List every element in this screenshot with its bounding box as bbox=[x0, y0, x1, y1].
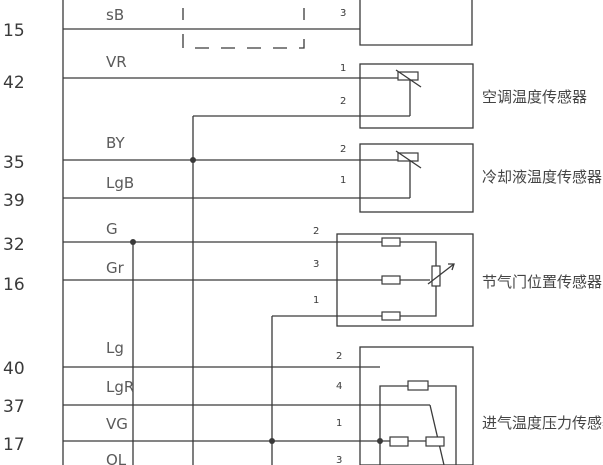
pin-16: 16 bbox=[3, 275, 25, 295]
intake-resistor-a bbox=[389, 436, 409, 447]
label-coolant-temp-sensor: 冷却液温度传感器 bbox=[482, 168, 602, 186]
intake-internal-loop bbox=[379, 385, 408, 465]
throttle-track-bottom bbox=[400, 286, 437, 317]
ac-thermistor bbox=[397, 71, 419, 81]
wire-label-VR: VR bbox=[106, 53, 127, 71]
coolant-thermistor-slash bbox=[395, 150, 422, 169]
wire-label-LgR: LgR bbox=[106, 378, 134, 396]
terminal-intake-4: 4 bbox=[336, 381, 342, 392]
wire-label-LgB: LgB bbox=[106, 174, 134, 192]
wire-label-sB: sB bbox=[106, 6, 124, 24]
intake-resistor-b bbox=[425, 436, 445, 447]
intake-sensor-box bbox=[359, 346, 474, 465]
junction-dot-G bbox=[130, 239, 136, 245]
top-module-box bbox=[359, 0, 473, 46]
terminal-intake-2: 2 bbox=[336, 351, 342, 362]
wire-label-BY: BY bbox=[106, 134, 125, 152]
pin-32: 32 bbox=[3, 235, 25, 255]
top-dashed-enclosure bbox=[182, 34, 305, 49]
label-throttle-position-sensor: 节气门位置传感器 bbox=[482, 273, 602, 291]
terminal-throttle-3: 3 bbox=[313, 259, 319, 270]
throttle-sensor-box bbox=[336, 233, 474, 327]
pin-17: 17 bbox=[3, 435, 25, 455]
terminal-coolant-1: 1 bbox=[340, 175, 346, 186]
terminal-throttle-2: 2 bbox=[313, 226, 319, 237]
pin-15: 15 bbox=[3, 21, 25, 41]
intake-diagonal bbox=[429, 404, 445, 465]
junction-dot-VG bbox=[269, 438, 275, 444]
pin-42: 42 bbox=[3, 73, 25, 93]
throttle-potentiometer bbox=[431, 265, 441, 287]
throttle-resistor-2 bbox=[381, 237, 401, 247]
throttle-wiper-arrow bbox=[427, 263, 455, 285]
label-intake-temp-pressure-sensor: 进气温度压力传感器 bbox=[482, 414, 603, 432]
throttle-resistor-1 bbox=[381, 311, 401, 321]
throttle-wiper-arrowhead bbox=[448, 263, 455, 271]
terminal-ac-1: 1 bbox=[340, 63, 346, 74]
terminal-intake-3: 3 bbox=[336, 455, 342, 465]
throttle-track-top bbox=[400, 241, 437, 266]
wire-label-Gr: Gr bbox=[106, 259, 125, 277]
wire-label-VG: VG bbox=[106, 415, 128, 433]
throttle-resistor-3 bbox=[381, 275, 401, 285]
terminal-top-3: 3 bbox=[340, 8, 346, 19]
wire-label-OL: OL bbox=[106, 451, 127, 465]
junction-dot-BY bbox=[190, 157, 196, 163]
pin-39: 39 bbox=[3, 191, 25, 211]
label-ac-temp-sensor: 空调温度传感器 bbox=[482, 88, 587, 106]
pin-35: 35 bbox=[3, 153, 25, 173]
terminal-coolant-2: 2 bbox=[340, 144, 346, 155]
terminal-intake-1: 1 bbox=[336, 418, 342, 429]
pin-37: 37 bbox=[3, 397, 25, 417]
coolant-temp-sensor-box bbox=[359, 143, 474, 213]
ac-thermistor-slash bbox=[395, 69, 422, 88]
ac-temp-sensor-box bbox=[359, 63, 474, 129]
wire-label-Lg: Lg bbox=[106, 339, 124, 357]
terminal-throttle-1: 1 bbox=[313, 295, 319, 306]
wire-label-G: G bbox=[106, 220, 118, 238]
pin-40: 40 bbox=[3, 359, 25, 379]
intake-temp-return bbox=[428, 385, 457, 465]
intake-temp-resistor bbox=[407, 380, 429, 391]
coolant-thermistor bbox=[397, 152, 419, 162]
terminal-ac-2: 2 bbox=[340, 96, 346, 107]
